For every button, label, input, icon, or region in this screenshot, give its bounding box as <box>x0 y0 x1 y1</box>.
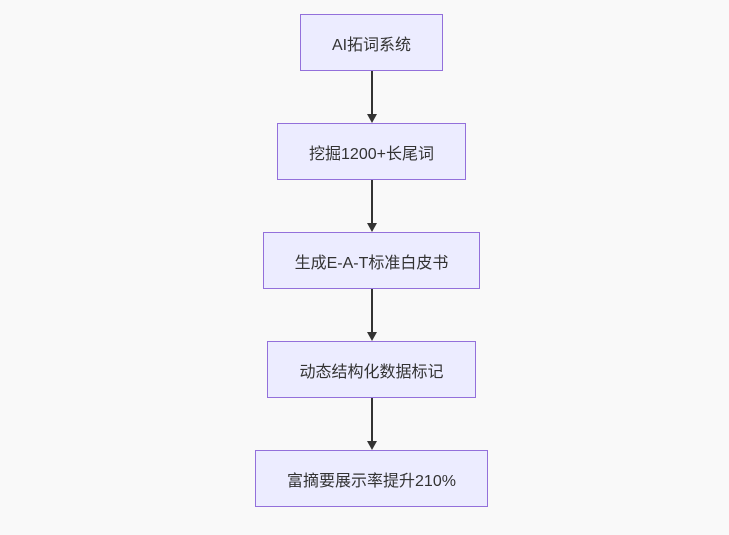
flow-node-ai-keyword-system: AI拓词系统 <box>299 14 444 71</box>
flow-node-longtail-mining: 挖掘1200+长尾词 <box>277 123 466 180</box>
flow-arrow <box>366 180 377 232</box>
flow-node-rich-snippet-rate: 富摘要展示率提升210% <box>255 450 488 507</box>
arrow-line <box>370 71 373 114</box>
flow-node-eat-whitepaper: 生成E-A-T标准白皮书 <box>262 232 481 289</box>
arrow-head-icon <box>366 114 377 123</box>
flow-arrow <box>366 398 377 450</box>
flow-arrow <box>366 71 377 123</box>
arrow-line <box>370 398 373 441</box>
arrow-head-icon <box>366 332 377 341</box>
arrow-line <box>370 289 373 332</box>
arrow-line <box>370 180 373 223</box>
arrow-head-icon <box>366 223 377 232</box>
arrow-head-icon <box>366 441 377 450</box>
flowchart: AI拓词系统 挖掘1200+长尾词 生成E-A-T标准白皮书 动态结构化数据标记… <box>0 14 729 507</box>
flow-node-structured-data-markup: 动态结构化数据标记 <box>267 341 476 398</box>
flow-arrow <box>366 289 377 341</box>
